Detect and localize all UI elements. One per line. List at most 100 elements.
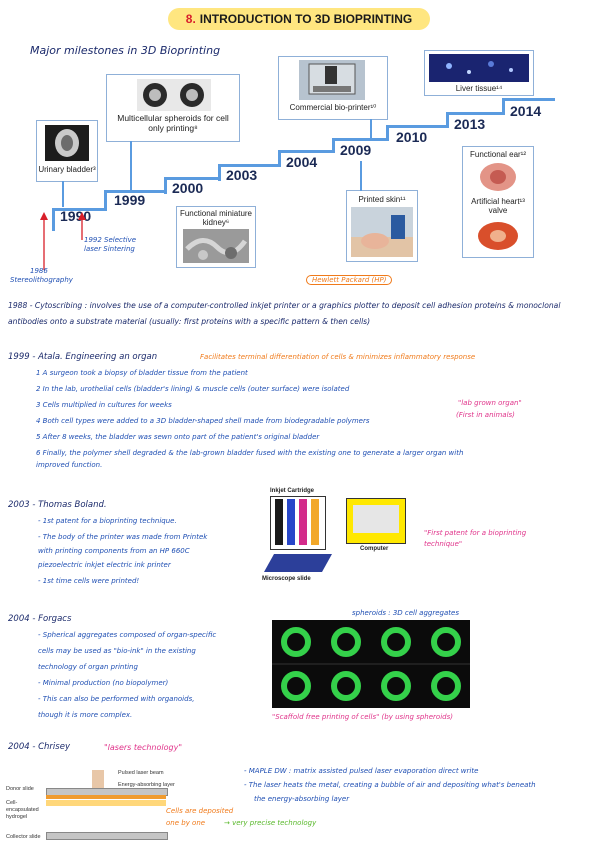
- list-item: - The body of the printer was made from …: [38, 533, 208, 541]
- timeline-step: [332, 138, 389, 153]
- year-2004: 2004: [286, 154, 318, 170]
- ink-yellow: [311, 499, 319, 545]
- list-item: - 1st patent for a bioprinting technique…: [38, 517, 177, 525]
- bladder-image: [45, 125, 89, 161]
- card-liver-tissue: Liver tissue¹⁴: [424, 50, 534, 96]
- year-2010: 2010: [396, 129, 428, 145]
- ink-blue: [287, 499, 295, 545]
- scaffold-free-note: "Scaffold free printing of cells" (by us…: [272, 713, 453, 721]
- list-item: piezoelectric inkjet electric ink printe…: [38, 561, 171, 569]
- card-caption: Liver tissue¹⁴: [455, 84, 503, 93]
- list-item: 5 After 8 weeks, the bladder was sewn on…: [36, 433, 320, 441]
- arrow-icon: [40, 212, 86, 270]
- timeline-step: [278, 150, 335, 167]
- liver-image: [429, 54, 529, 82]
- note-1992: 1992 Selective laser Sintering: [84, 236, 137, 253]
- year-2014: 2014: [510, 103, 542, 119]
- timeline-step: [164, 177, 221, 194]
- year-2003: 2003: [226, 167, 258, 183]
- absorbing-layer: [46, 795, 166, 799]
- ink-black: [275, 499, 283, 545]
- note-1986-text: Stereolithography: [10, 276, 73, 284]
- milestones-heading: Major milestones in 3D Bioprinting: [30, 44, 221, 57]
- list-item: with printing components from an HP 660C: [38, 547, 190, 555]
- collector-label: Collector slide: [6, 834, 41, 840]
- bioprinter-image: [299, 60, 365, 100]
- computer-box: [346, 498, 406, 544]
- cartridge-label: Inkjet Cartridge: [270, 488, 315, 494]
- connector: [62, 181, 64, 207]
- year-2009: 2009: [340, 142, 372, 158]
- ear-image: [480, 163, 516, 191]
- donor-label: Donor slide: [6, 786, 34, 792]
- list-item: 6 Finally, the polymer shell degraded & …: [36, 449, 464, 457]
- hewlett-packard-note: Hewlett Packard (HP): [306, 275, 393, 285]
- list-item: - Spherical aggregates composed of organ…: [38, 631, 217, 639]
- computer-label: Computer: [360, 546, 389, 552]
- heart-valve-image: [478, 222, 518, 250]
- inkjet-diagram: Inkjet Cartridge Microscope slide Comput…: [256, 488, 416, 588]
- list-item: - Minimal production (no biopolymer): [38, 679, 169, 687]
- heart-caption: Artificial heart¹³ valve: [471, 197, 525, 215]
- slide-image: [264, 554, 332, 572]
- connector: [360, 161, 362, 191]
- page-title: INTRODUCTION TO 3D BIOPRINTING: [199, 12, 413, 26]
- cytoscribing-line-2: antibodies onto a substrate material (us…: [8, 317, 371, 326]
- laser-printing-diagram: Donor slide Cell-encapsulated hydrogel C…: [6, 770, 206, 844]
- card-caption: Multicellular spheroids for cell only pr…: [117, 113, 229, 133]
- year-2000: 2000: [172, 180, 204, 196]
- precise-technology-note: → very precise technology: [224, 819, 317, 827]
- card-printed-skin: Printed skin¹¹: [346, 190, 418, 262]
- title-number: 8.: [185, 12, 196, 26]
- cartridge-box: [270, 496, 326, 550]
- ear-caption: Functional ear¹²: [469, 150, 527, 159]
- list-item: 1 A surgeon took a biopsy of bladder tis…: [36, 369, 248, 377]
- card-spheroids: Multicellular spheroids for cell only pr…: [106, 74, 240, 142]
- first-in-animals-note: (First in animals): [456, 411, 515, 419]
- skin-image: [351, 207, 413, 257]
- card-caption: Printed skin¹¹: [358, 195, 406, 204]
- timeline-step: [104, 190, 167, 211]
- laser-technology-note: "lasers technology": [104, 743, 182, 752]
- laser-beam: [92, 770, 104, 788]
- list-item: - This can also be performed with organo…: [38, 695, 195, 703]
- hydrogel-layer: [46, 800, 166, 806]
- list-item: 4 Both cell types were added to a 3D bla…: [36, 417, 370, 425]
- page-title-banner: 8. INTRODUCTION TO 3D BIOPRINTING: [168, 8, 430, 30]
- card-caption: Commercial bio-printer¹⁰: [289, 103, 377, 112]
- atala-aside: Facilitates terminal differentiation of …: [200, 353, 476, 361]
- absorbing-label: Energy-absorbing layer: [118, 782, 175, 788]
- list-item: cells may be used as "bio-ink" in the ex…: [38, 647, 196, 655]
- timeline-step: [446, 112, 505, 128]
- cytoscribing-line-1: 1988 - Cytoscribing : involves the use o…: [8, 301, 561, 310]
- card-caption: Functional miniature kidney⁶: [179, 209, 253, 227]
- note-1986-year: 1986: [30, 267, 48, 275]
- boland-heading: 2003 - Thomas Boland.: [8, 500, 107, 510]
- laser-heats-line: - The laser heats the metal, creating a …: [244, 781, 536, 789]
- lab-grown-note: "lab grown organ": [458, 399, 522, 407]
- card-kidney: Functional miniature kidney⁶: [176, 206, 256, 268]
- list-item: though it is more complex.: [38, 711, 133, 719]
- list-item: - 1st time cells were printed!: [38, 577, 140, 585]
- computer-screen: [353, 505, 399, 533]
- collector-slide: [46, 832, 168, 840]
- maple-dw-line: - MAPLE DW : matrix assisted pulsed lase…: [244, 767, 479, 775]
- connector: [130, 141, 132, 191]
- year-1999: 1999: [114, 192, 146, 208]
- list-item: 3 Cells multiplied in cultures for weeks: [36, 401, 172, 409]
- card-caption: Urinary bladder³: [38, 165, 96, 174]
- spheroid-micrograph-grid: [272, 620, 470, 708]
- list-item: improved function.: [36, 461, 103, 469]
- beam-label: Pulsed laser beam: [118, 770, 164, 776]
- spheroids-note: spheroids : 3D cell aggregates: [352, 609, 459, 617]
- slide-label: Microscope slide: [262, 576, 311, 582]
- card-ear-heart: Functional ear¹² Artificial heart¹³ valv…: [462, 146, 534, 258]
- timeline-step: [502, 98, 555, 115]
- forgacs-heading: 2004 - Forgacs: [8, 614, 72, 624]
- card-commercial-bioprinter: Commercial bio-printer¹⁰: [278, 56, 388, 120]
- cells-deposited-line: Cells are deposited: [166, 807, 234, 815]
- timeline-step: [386, 125, 449, 141]
- hydrogel-label: Cell-encapsulated hydrogel: [6, 800, 39, 820]
- connector: [370, 119, 372, 139]
- one-by-one-line: one by one: [166, 819, 206, 827]
